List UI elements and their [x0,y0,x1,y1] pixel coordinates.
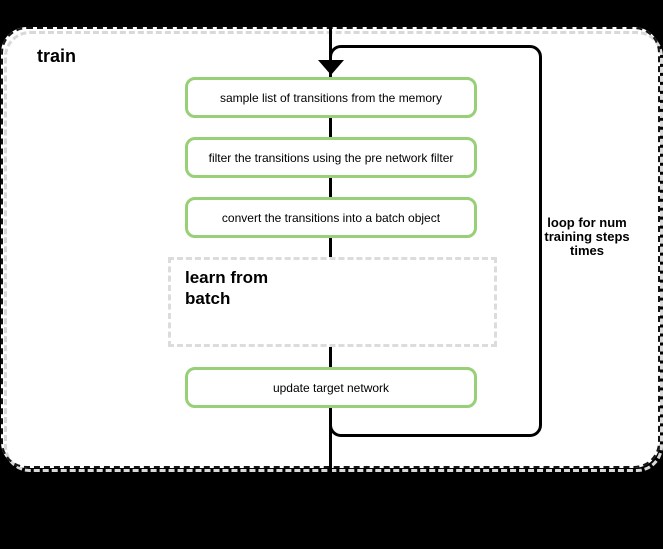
step-filter-transitions: filter the transitions using the pre net… [185,137,477,178]
frame-title: train [37,46,77,66]
loop-annotation: loop for num training steps times [544,215,630,258]
arrow-down-icon [318,60,344,75]
flow-line-incoming [329,0,332,62]
step-label: update target network [272,380,390,395]
loop-boundary [329,45,542,437]
step-sample-transitions: sample list of transitions from the memo… [185,77,477,118]
step-convert-batch: convert the transitions into a batch obj… [185,197,477,238]
step-label: sample list of transitions from the memo… [219,90,443,105]
flow-line-outgoing [329,407,332,472]
train-frame-shadow [4,31,663,472]
step-label: filter the transitions using the pre net… [208,150,454,165]
learn-from-batch-box: learn from batch [168,257,497,347]
step-update-target-network: update target network [185,367,477,408]
step-label: convert the transitions into a batch obj… [221,210,441,225]
